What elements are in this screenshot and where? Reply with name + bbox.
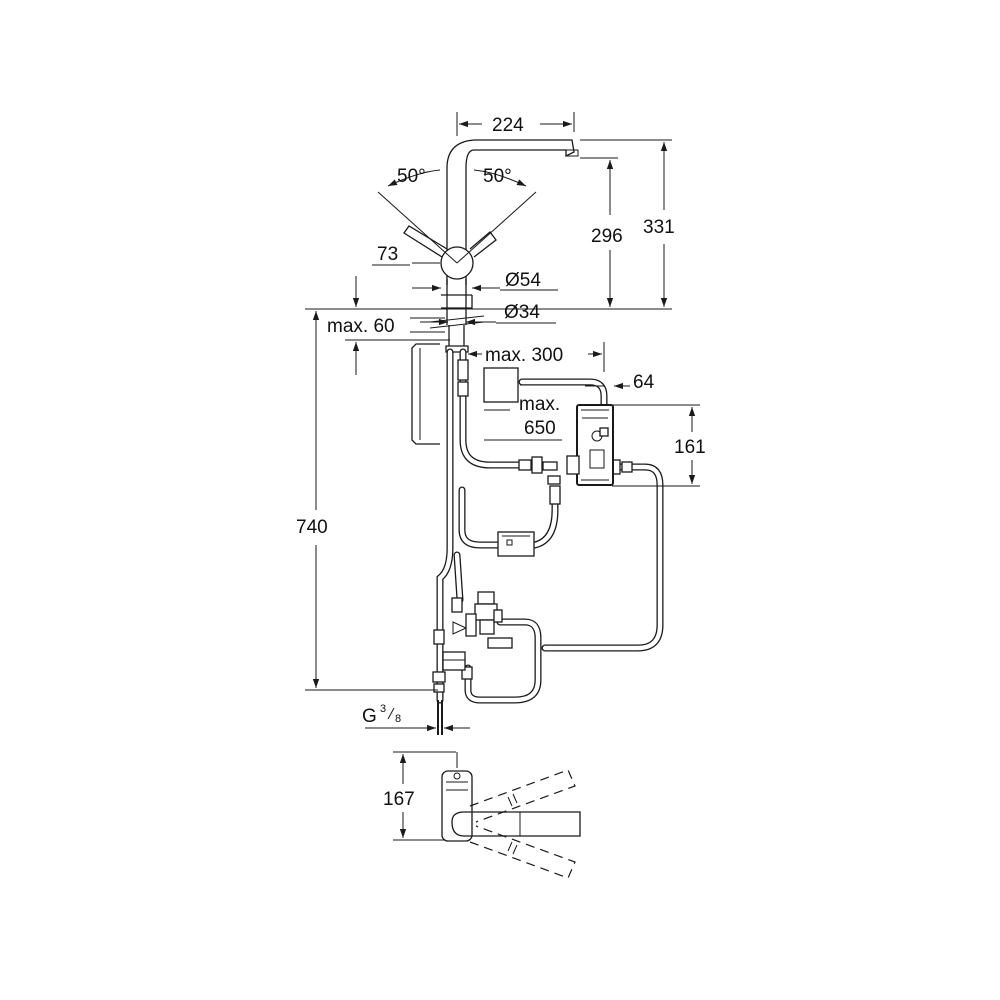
valve-block	[442, 591, 513, 671]
dim-hose-length: 740	[296, 517, 328, 538]
dim-spout-reach: 224	[492, 115, 524, 136]
dim-diameter-base: Ø54	[505, 270, 541, 291]
dim-max-300: max. 300	[485, 345, 563, 366]
thread-fraction-slash	[387, 707, 395, 720]
dim-thread-g: G	[362, 706, 377, 727]
dim-max-650-value: 650	[524, 418, 556, 439]
cabinet-side	[411, 343, 440, 445]
dim-thread-denominator: 8	[395, 713, 401, 725]
dim-64: 64	[633, 372, 655, 393]
dimension-lines	[305, 112, 700, 841]
hose-fittings	[432, 359, 633, 693]
dim-top-view-height: 167	[383, 789, 415, 810]
dim-total-height: 331	[643, 217, 675, 238]
dim-spout-height: 296	[591, 226, 623, 247]
faucet-top-view	[441, 752, 581, 879]
dim-max-650-label: max.	[519, 394, 560, 415]
control-unit	[483, 367, 614, 486]
angle-lines	[377, 169, 537, 264]
dim-angle-left: 50°	[397, 166, 426, 187]
dim-max-deck: max. 60	[327, 316, 395, 337]
dim-angle-right: 50°	[483, 166, 512, 187]
hoses	[436, 348, 664, 735]
dim-thread-numerator: 3	[380, 703, 386, 715]
dim-diameter-hole: Ø34	[504, 302, 540, 323]
dim-box-height: 161	[674, 437, 706, 458]
dim-lever-height: 73	[377, 244, 398, 265]
faucet-side-view	[403, 120, 579, 353]
electronic-module	[497, 531, 535, 557]
